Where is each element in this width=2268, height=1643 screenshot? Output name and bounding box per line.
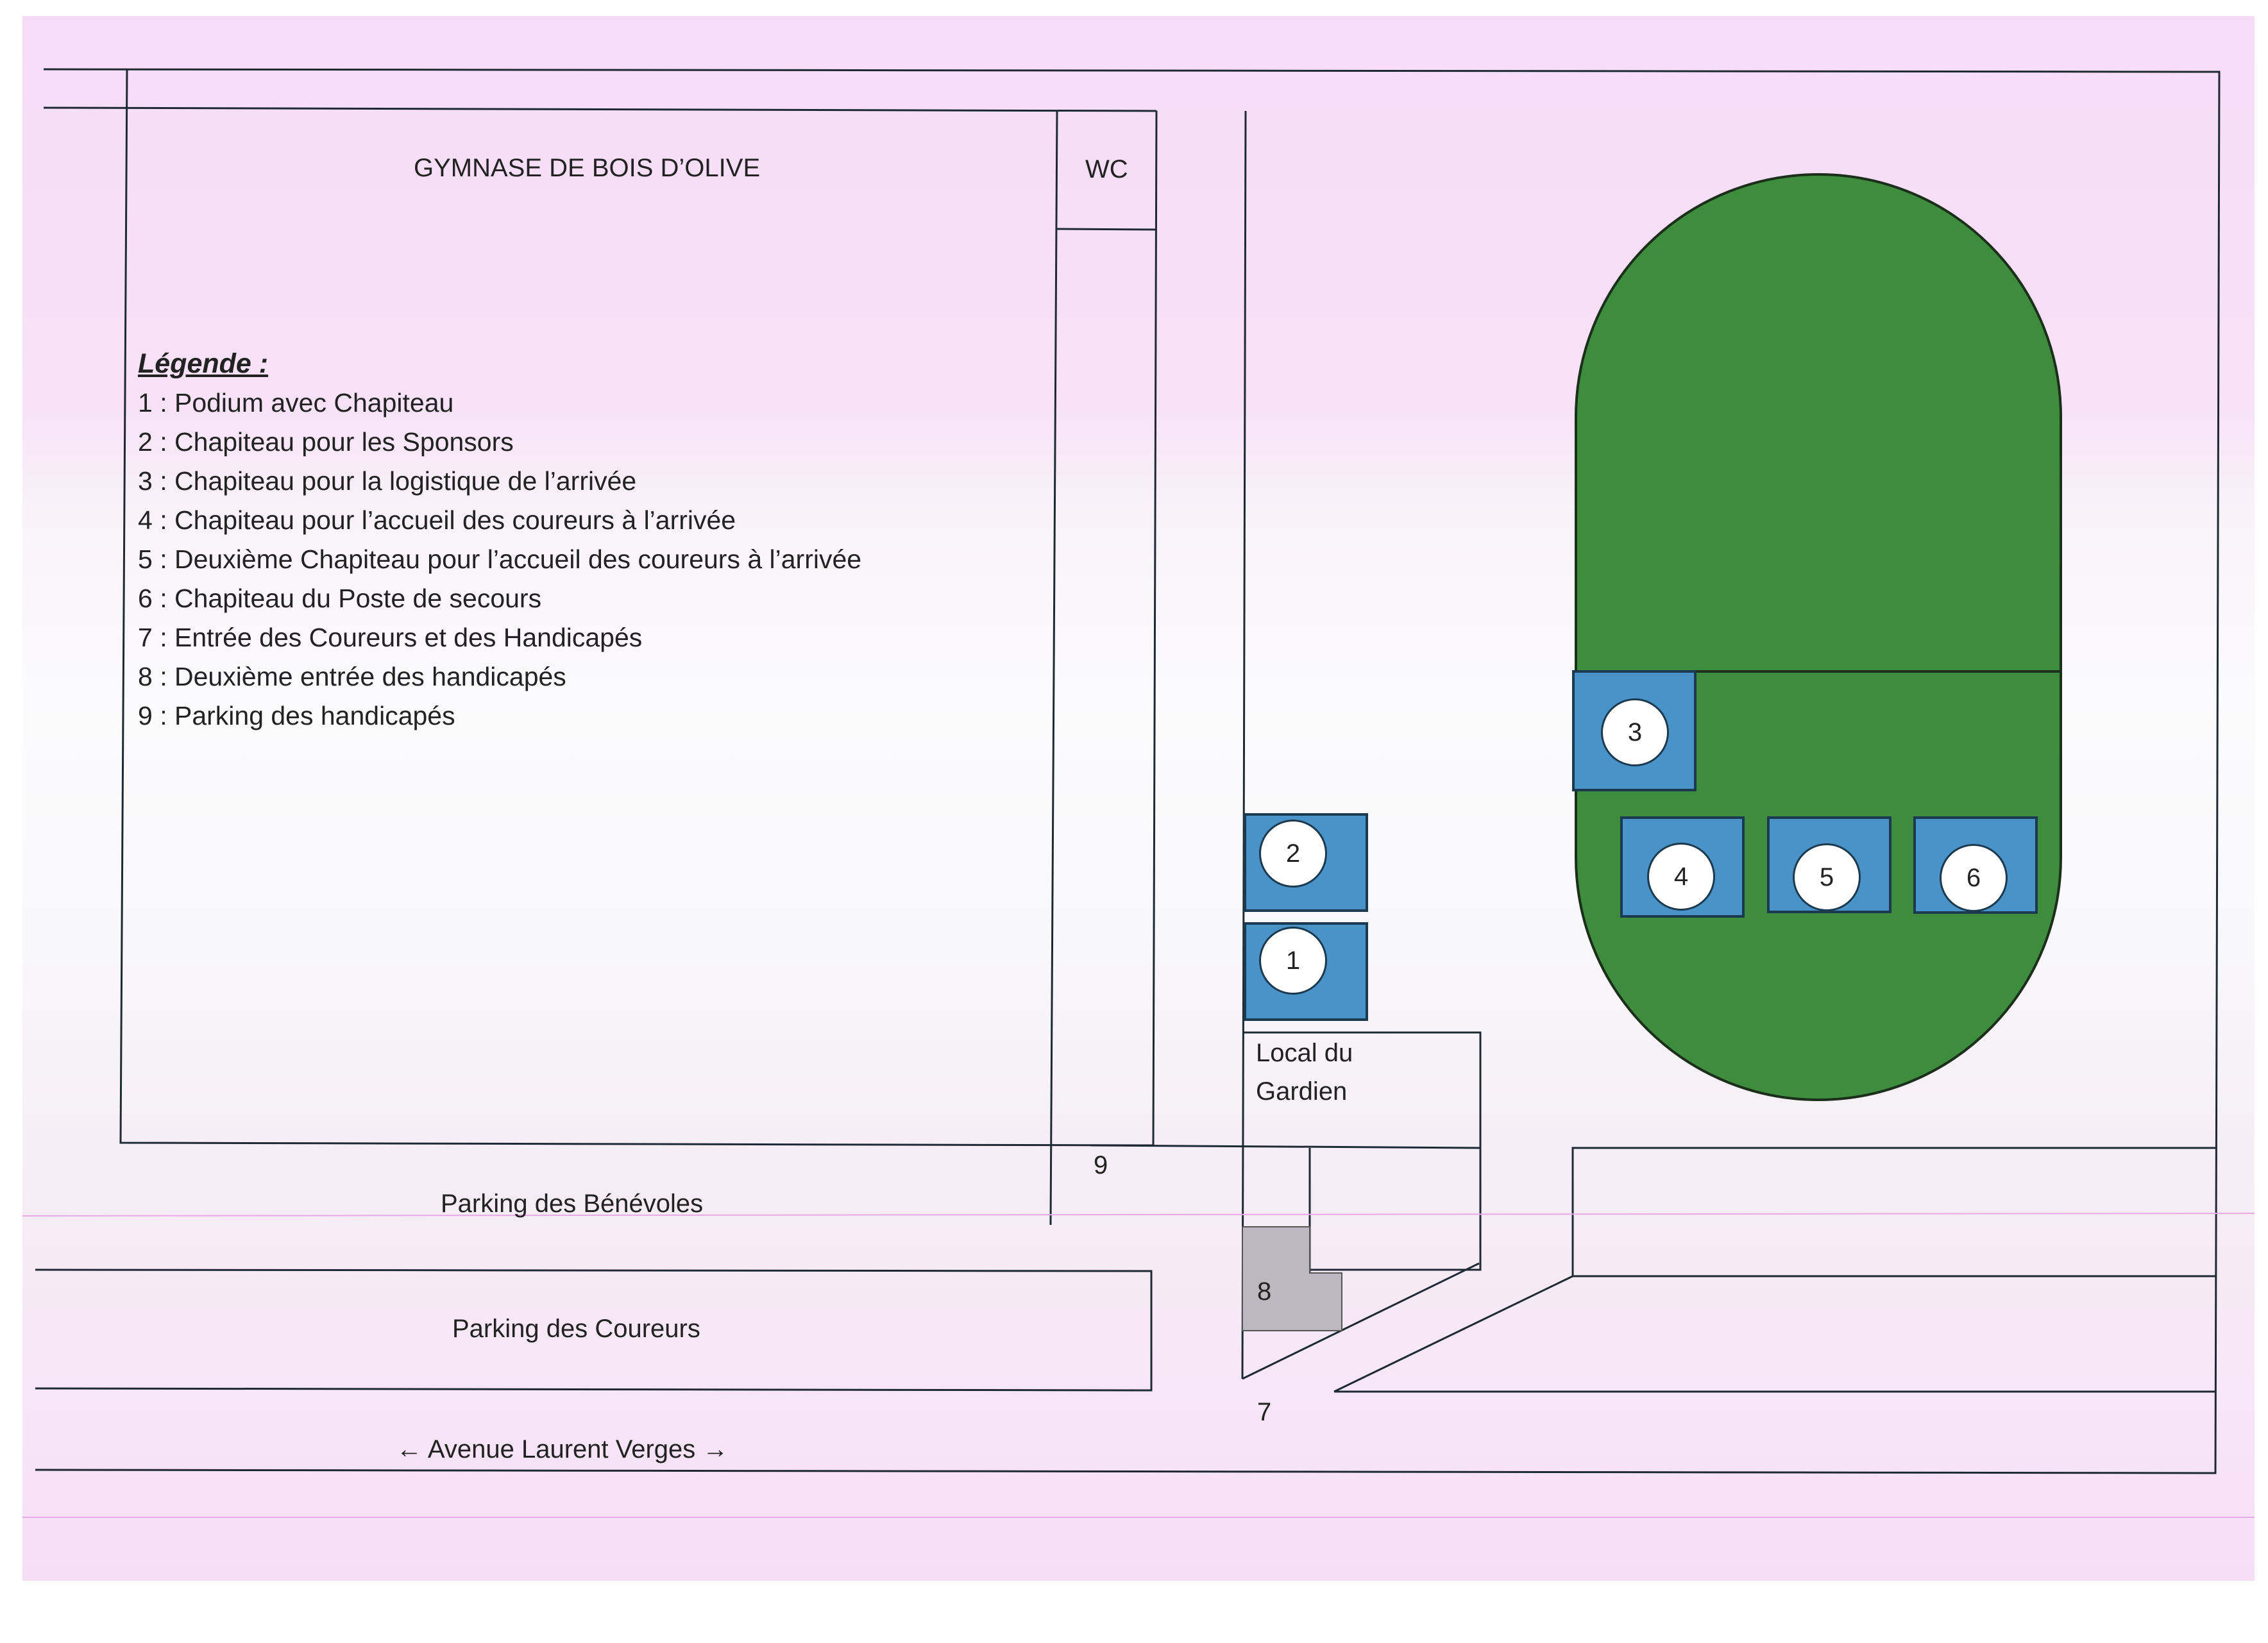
legend-title: Légende : [138, 348, 269, 379]
entrance-diagonal [1242, 1262, 1480, 1380]
legend-item: 1 : Podium avec Chapiteau [138, 388, 454, 417]
local-gardien-label-line1: Local du [1256, 1039, 1353, 1067]
marker-5: 5 [1793, 843, 1861, 911]
parking-benevoles-label: Parking des Bénévoles [441, 1190, 704, 1218]
legend-item: 9 : Parking des handicapés [138, 701, 455, 730]
entrance-diagonal [1333, 1275, 1573, 1393]
legend-item: 8 : Deuxième entrée des handicapés [138, 662, 566, 691]
wc-box [1056, 228, 1157, 231]
avenue-label: ← Avenue Laurent Verges → [396, 1435, 729, 1463]
corridor-wall [1049, 110, 1058, 1226]
handicap-entrance-zone [1242, 1226, 1342, 1331]
marker-8-label: 8 [1257, 1277, 1272, 1306]
marker-4: 4 [1647, 843, 1715, 911]
marker-2: 2 [1259, 820, 1327, 888]
site-boundary [35, 68, 2221, 1474]
legend-item: 7 : Entrée des Coureurs et des Handicapé… [138, 623, 643, 652]
gymnasium-outline [119, 69, 1158, 1147]
legend-item: 5 : Deuxième Chapiteau pour l’accueil de… [138, 544, 862, 574]
parking-coureurs-outline [35, 1268, 1153, 1392]
local-gardien-label-line2: Gardien [1256, 1077, 1348, 1106]
legend-item: 3 : Chapiteau pour la logistique de l’ar… [138, 466, 637, 496]
marker-3: 3 [1601, 698, 1669, 766]
legend: Légende : 1 : Podium avec Chapiteau 2 : … [138, 344, 861, 736]
wc-label: WC [1085, 155, 1128, 183]
marker-9-label: 9 [1094, 1151, 1108, 1179]
marker-6: 6 [1940, 844, 2008, 912]
sports-field [1575, 173, 2062, 1101]
legend-item: 2 : Chapiteau pour les Sponsors [138, 427, 514, 457]
legend-item: 4 : Chapiteau pour l’accueil des coureur… [138, 505, 736, 535]
tent-5 [1767, 816, 1891, 913]
local-gardien-outline [1242, 1031, 1482, 1271]
marker-7-label: 7 [1257, 1398, 1272, 1426]
gymnasium-title: GYMNASE DE BOIS D’OLIVE [414, 154, 761, 182]
access-road-line [1241, 110, 1247, 1379]
parking-coureurs-label: Parking des Coureurs [452, 1315, 700, 1343]
marker-1: 1 [1259, 927, 1327, 995]
legend-item: 6 : Chapiteau du Poste de secours [138, 584, 542, 613]
